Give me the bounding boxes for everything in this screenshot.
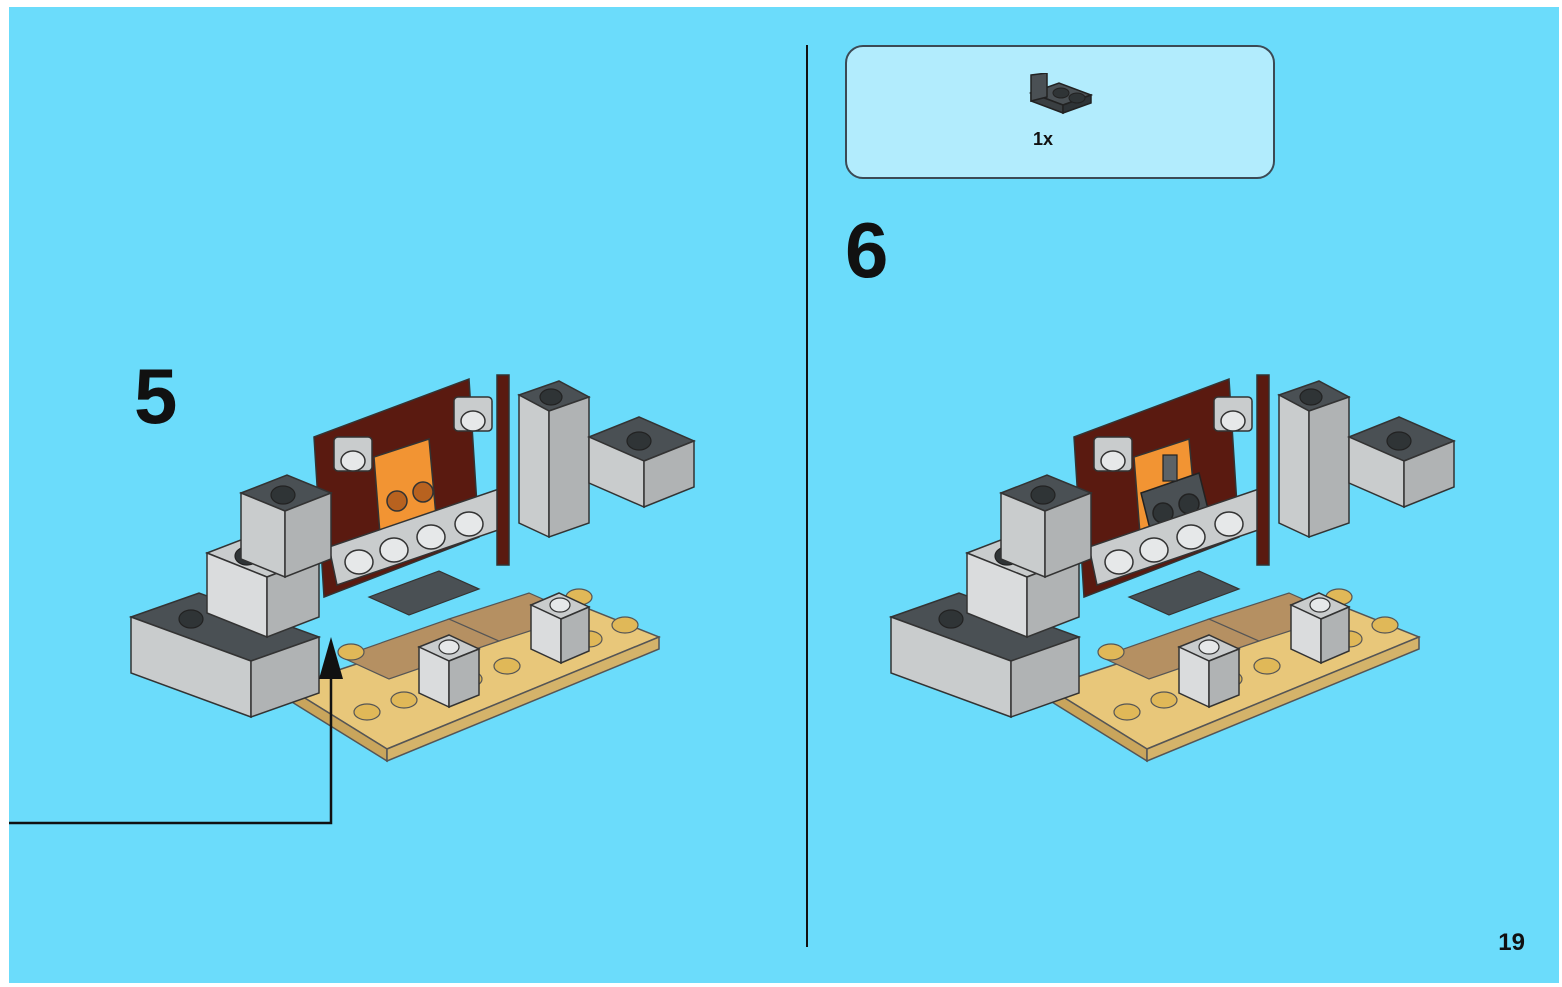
page-number: 19 (1498, 929, 1525, 956)
step-number-6: 6 (845, 206, 888, 294)
instruction-page: 5 (9, 7, 1559, 983)
dark-gray-angle-plate-icon (1028, 73, 1094, 115)
parts-needed-callout: 1x (845, 45, 1275, 179)
parts-count-label: 1x (1033, 129, 1054, 149)
step-divider (806, 45, 808, 947)
model-step-6-illustration (888, 374, 1456, 763)
model-step-5-illustration (128, 374, 696, 763)
step-number-5: 5 (134, 352, 177, 440)
